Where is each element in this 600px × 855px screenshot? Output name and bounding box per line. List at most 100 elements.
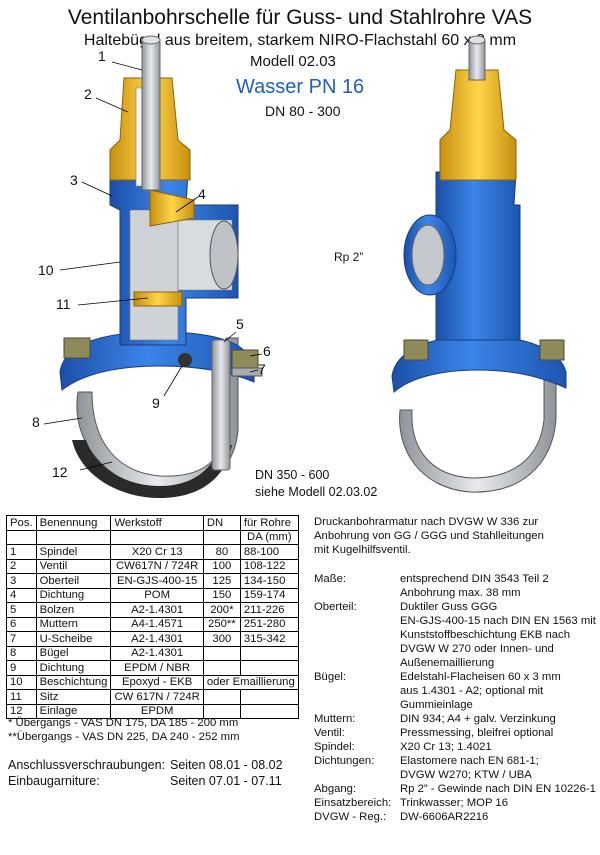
col-pipes-unit: DA (mm)	[239, 529, 299, 545]
page-references: Anschlussverschraubungen:Seiten 08.01 - …	[8, 757, 283, 789]
spec-value: Elastomere nach EN 681-1;DVGW W270; KTW …	[400, 754, 600, 782]
table-cell: A2-1.4301	[110, 645, 204, 661]
footnote-2: **Übergangs - VAS DN 225, DA 240 - 252 m…	[8, 731, 240, 743]
table-cell: Bolzen	[35, 602, 112, 618]
spec-value-line: Rp 2” - Gewinde nach DIN EN 10226-1	[400, 783, 596, 795]
description-line: mit Kugelhilfsventil.	[314, 544, 411, 556]
table-cell: 4	[6, 587, 37, 603]
spec-value: Trinkwasser; MOP 16	[400, 796, 600, 810]
spec-value-line: Trinkwasser; MOP 16	[400, 797, 508, 809]
description-line: Druckanbohrarmatur nach DVGW W 336 zur	[314, 516, 539, 528]
table-cell	[202, 703, 241, 719]
product-description: Druckanbohrarmatur nach DVGW W 336 zur A…	[314, 515, 594, 557]
spec-key: Abgang:	[314, 783, 357, 795]
large-dn-note: DN 350 - 600 siehe Modell 02.03.02	[255, 467, 377, 501]
table-cell: 88-100	[239, 544, 299, 560]
spec-key: Muttern:	[314, 713, 356, 725]
table-header-row: Pos. Benennung Werkstoff DN für Rohre	[6, 515, 299, 531]
parts-table: Pos. Benennung Werkstoff DN für Rohre DA…	[6, 515, 299, 719]
spec-value-line: EN-GJS-400-15 nach DIN EN 1563 mit	[400, 615, 596, 627]
spec-value-line: Anbohrung max. 38 mm	[400, 587, 521, 599]
dn-range-label: DN 80 - 300	[265, 103, 341, 119]
spec-value-line: aus 1.4301 - A2; optional mit	[400, 685, 544, 697]
spec-value-line: Elastomere nach EN 681-1;	[400, 755, 539, 767]
external-view	[391, 35, 567, 493]
table-cell: 125	[202, 573, 241, 589]
table-cell	[239, 703, 299, 719]
section-view	[59, 35, 263, 498]
table-cell: 100	[202, 558, 241, 574]
table-cell	[239, 660, 299, 676]
spec-row: Dichtungen: Elastomere nach EN 681-1;DVGW…	[314, 754, 600, 782]
table-cell: CW617N / 724R	[110, 558, 204, 574]
table-cell: 7	[6, 631, 37, 647]
ref-label: Anschlussverschraubungen:	[8, 758, 166, 772]
table-cell: EPDM / NBR	[110, 660, 204, 676]
callout-4: 4	[198, 186, 206, 202]
table-cell: 1	[6, 544, 37, 560]
callout-8: 8	[32, 414, 40, 430]
page-subtitle: Haltebügel aus breitem, starkem NIRO-Fla…	[83, 32, 517, 49]
spec-value: DW-6606AR2216	[400, 810, 600, 824]
callout-7: 7	[258, 361, 266, 377]
callout-leaders	[43, 61, 263, 471]
table-cell: Bügel	[35, 645, 112, 661]
table-cell: 2	[6, 558, 37, 574]
spec-value-line: X20 Cr 13; 1.4021	[400, 741, 492, 753]
table-cell: 11	[6, 689, 37, 705]
spec-value: DIN 934; A4 + galv. Verzinkung	[400, 712, 600, 726]
table-cell: Dichtung	[35, 660, 112, 676]
spec-value-line: Gummieinlage	[400, 699, 473, 711]
spec-value-line: Edelstahl-Flacheisen 60 x 3 mm	[400, 671, 561, 683]
table-cell: Sitz	[35, 689, 112, 705]
spec-row: Spindel:X20 Cr 13; 1.4021	[314, 740, 600, 754]
large-dn-model-ref: siehe Modell 02.03.02	[255, 485, 378, 499]
spec-key: Dichtungen:	[314, 755, 375, 767]
col-name: Benennung	[35, 515, 112, 531]
medium-pressure-label: Wasser PN 16	[236, 76, 365, 98]
spec-key: Oberteil:	[314, 601, 357, 613]
spec-key: DVGW - Reg.:	[314, 811, 387, 823]
spec-row: Ventil:Pressmessing, bleifrei optional	[314, 726, 600, 740]
table-cell: oder Emaillierung	[202, 674, 299, 690]
table-cell: Spindel	[35, 544, 112, 560]
table-cell: 200*	[202, 602, 241, 618]
table-cell: 211-226	[239, 602, 299, 618]
table-cell: Oberteil	[35, 573, 112, 589]
table-cell: 9	[6, 660, 37, 676]
table-cell: Dichtung	[35, 587, 112, 603]
spec-value: X20 Cr 13; 1.4021	[400, 740, 600, 754]
table-cell	[239, 645, 299, 661]
table-cell	[202, 660, 241, 676]
table-cell: 108-122	[239, 558, 299, 574]
col-pipes: für Rohre	[239, 515, 299, 531]
thread-label: Rp 2”	[334, 250, 364, 264]
table-cell: Beschichtung	[35, 674, 112, 690]
spec-value-line: DIN 934; A4 + galv. Verzinkung	[400, 713, 556, 725]
col-pos: Pos.	[6, 515, 37, 531]
ref-value: Seiten 07.01 - 07.11	[170, 774, 282, 788]
spec-row: Bügel: Edelstahl-Flacheisen 60 x 3 mm aus …	[314, 670, 600, 712]
spec-key: Bügel:	[314, 671, 347, 683]
spec-value: Pressmessing, bleifrei optional	[400, 726, 600, 740]
table-cell: A2-1.4301	[110, 631, 204, 647]
spec-value-line: entsprechend DIN 3543 Teil 2	[400, 573, 549, 585]
table-subheader-row: DA (mm)	[6, 529, 299, 545]
spec-key: Einsatzbereich:	[314, 797, 392, 809]
table-cell: POM	[110, 587, 204, 603]
page-title: Ventilanbohrschelle für Guss- und Stahlr…	[67, 6, 533, 29]
table-cell: Epoxyd - EKB	[110, 674, 204, 690]
table-cell: 6	[6, 616, 37, 632]
